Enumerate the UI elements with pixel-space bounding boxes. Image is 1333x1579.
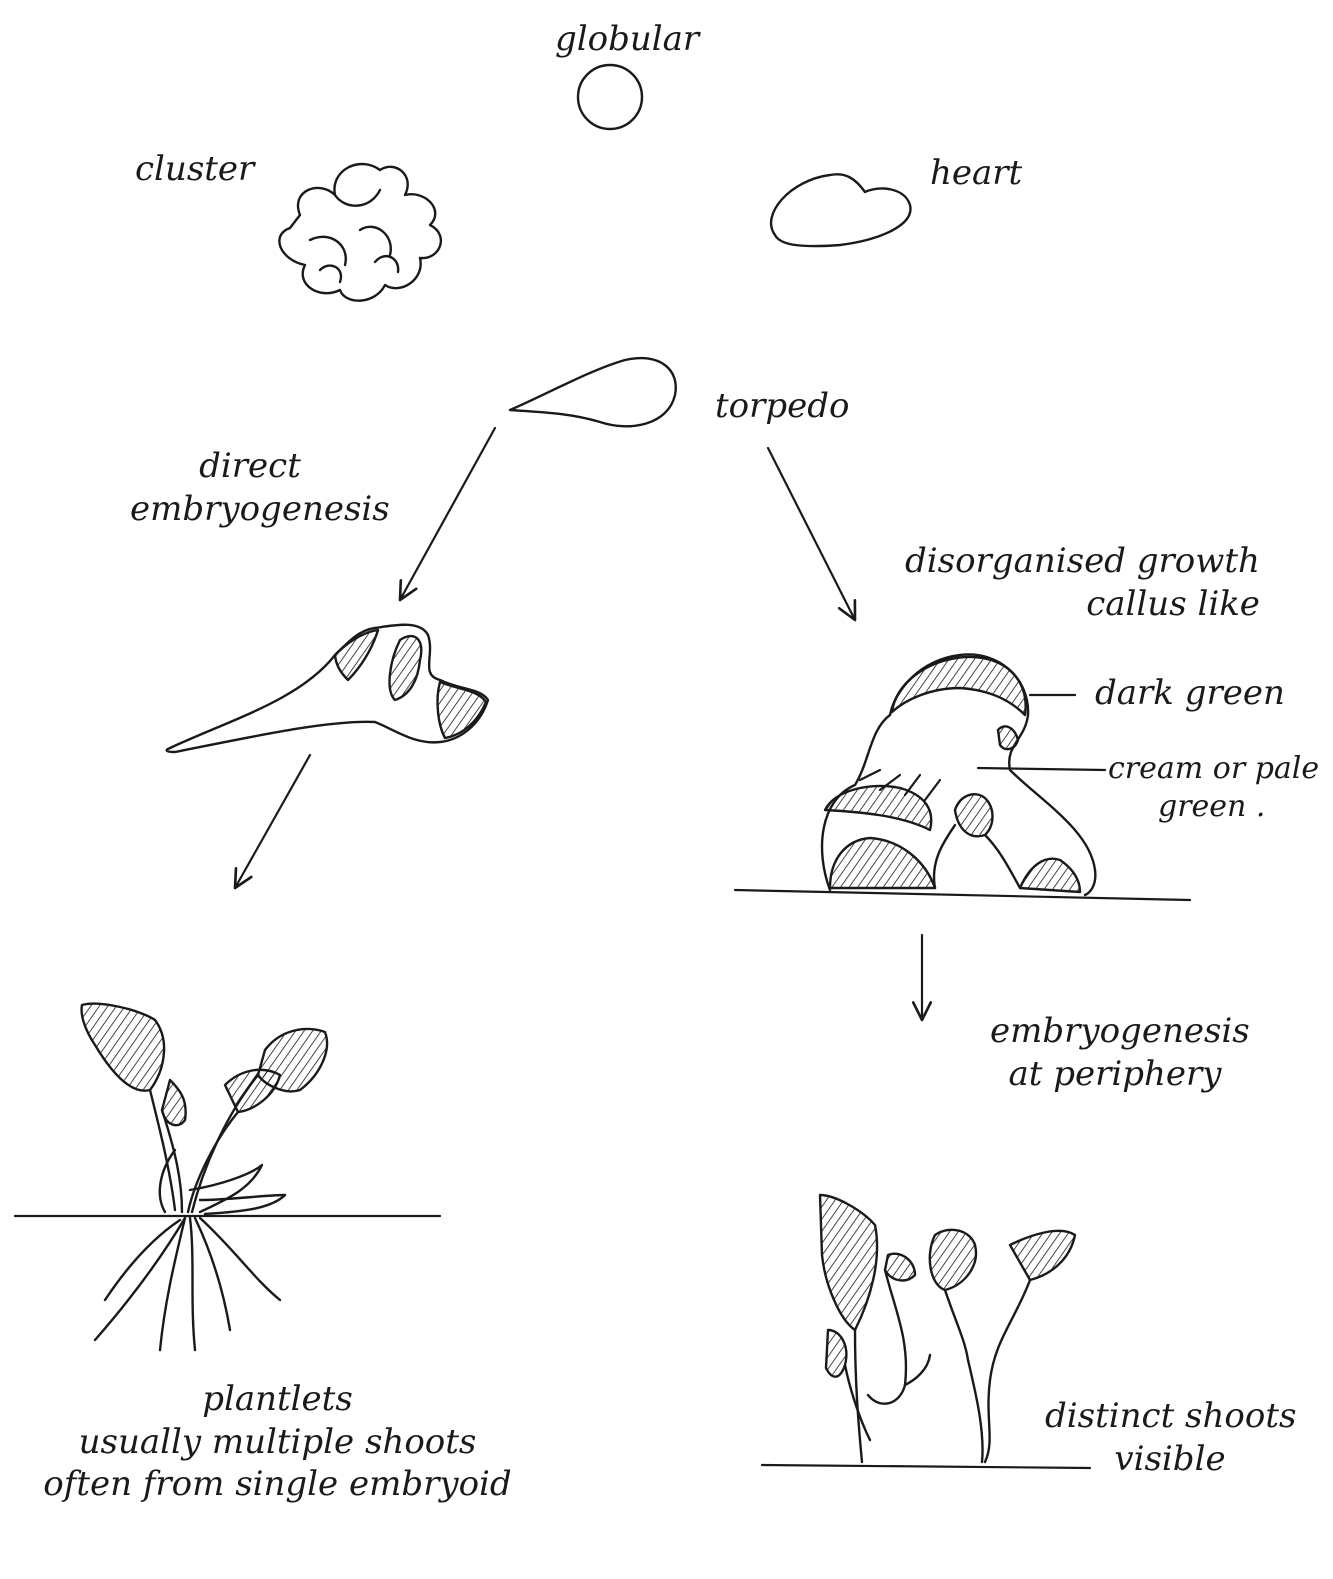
arrow-to-callus (768, 448, 855, 620)
globular-embryo (578, 65, 642, 129)
label-disorganised-line2: callus like (1025, 583, 1260, 626)
label-plantlets-line3: often from single embryoid (5, 1463, 550, 1506)
label-direct-line1: direct (130, 445, 370, 488)
label-cream-line2: green . (1158, 788, 1319, 826)
arrow-to-plantlets (235, 755, 310, 888)
label-direct-line2: embryogenesis (130, 488, 370, 531)
label-periphery-line2: at periphery (990, 1053, 1240, 1096)
label-distinct-line2: visible (1045, 1438, 1295, 1481)
label-disorganised-line1: disorganised growth (905, 540, 1260, 583)
label-periphery-line1: embryogenesis (990, 1010, 1240, 1053)
label-distinct-shoots: distinct shoots visible (1045, 1395, 1295, 1480)
label-embryogenesis-periphery: embryogenesis at periphery (990, 1010, 1240, 1095)
distinct-shoots-drawing (762, 1195, 1090, 1468)
label-globular: globular (555, 18, 699, 61)
plantlets-drawing (15, 1004, 440, 1350)
label-cream-pale-green: cream or pale green . (1108, 750, 1319, 825)
torpedo-embryo (510, 358, 676, 426)
label-cream-line1: cream or pale (1108, 750, 1319, 788)
label-disorganised-growth: disorganised growth callus like (905, 540, 1260, 625)
label-plantlets-line2: usually multiple shoots (5, 1421, 550, 1464)
label-distinct-line1: distinct shoots (1045, 1395, 1295, 1438)
heart-embryo (771, 174, 910, 246)
label-torpedo: torpedo (715, 385, 850, 428)
arrow-to-direct (400, 428, 495, 600)
label-dark-green: dark green (1095, 672, 1285, 715)
cluster-embryo (279, 164, 441, 301)
label-heart: heart (930, 152, 1022, 195)
direct-embryoid (167, 625, 488, 752)
label-plantlets-line1: plantlets (5, 1378, 550, 1421)
label-plantlets: plantlets usually multiple shoots often … (5, 1378, 550, 1506)
label-cluster: cluster (135, 148, 254, 191)
label-direct-embryogenesis: direct embryogenesis (130, 445, 370, 530)
